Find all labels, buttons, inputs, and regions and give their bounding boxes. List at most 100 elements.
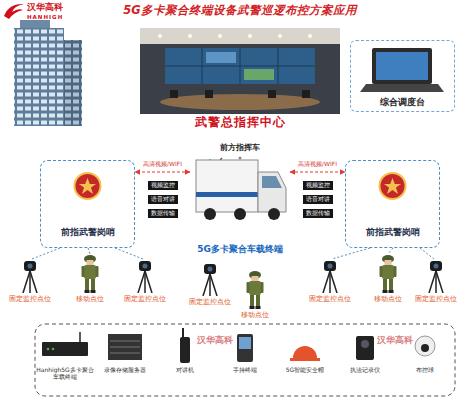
police-badge (75, 173, 101, 199)
connector-label: 高清视频/WIFI (142, 161, 183, 168)
camera-soldier-icons (23, 261, 37, 293)
company-logo (4, 4, 24, 19)
node-title: 前指武警岗哨 (366, 227, 420, 237)
watermark: 汉华高科 (197, 336, 233, 346)
point-label: 移动点位 (241, 312, 269, 320)
function-tag: 数据传输 (148, 209, 178, 218)
sentry-post: 前指武警岗哨 (40, 160, 135, 248)
diagram-title: 5G多卡聚合终端设备武警巡逻布控方案应用 (115, 3, 365, 18)
building (64, 40, 82, 126)
camera-soldier-icons (429, 261, 443, 293)
command-room-photo (170, 90, 178, 98)
building (14, 20, 82, 126)
equipment-panel (42, 342, 88, 356)
command-truck (196, 192, 258, 197)
equipment-panel (79, 332, 81, 342)
equipment-panel (182, 328, 184, 337)
command-room-photo (278, 34, 282, 38)
camera-soldier-icons (23, 255, 443, 309)
node-subtitle: 5G多卡聚合车载终端 (197, 244, 283, 254)
laptop (360, 84, 444, 92)
equipment-panel (108, 334, 142, 360)
command-room-photo (244, 69, 274, 80)
equipment-panel (356, 336, 374, 360)
equipment-panel (35, 324, 455, 396)
leader-line (115, 248, 143, 259)
equipment-panel (421, 344, 429, 352)
command-truck (262, 176, 282, 188)
equipment-label: 录像存储服务器 (96, 367, 154, 374)
building (20, 20, 50, 28)
command-truck (204, 208, 216, 220)
laptop (372, 48, 432, 84)
function-tag: 语音对讲 (148, 195, 178, 204)
command-room-photo (308, 34, 312, 38)
command-truck (268, 208, 280, 220)
sentry-post: 前指武警岗哨 (345, 160, 440, 248)
command-vehicle: 前方指挥车5G多卡聚合车载终端 (190, 143, 290, 255)
function-tag: 视频监控 (303, 181, 333, 190)
equipment-panel (361, 340, 369, 348)
function-tag: 语音对讲 (303, 195, 333, 204)
command-truck (196, 157, 286, 221)
building (14, 28, 64, 126)
command-room-photo (205, 90, 213, 98)
camera-soldier-icons (203, 264, 217, 296)
watermark: 汉华高科 (377, 336, 413, 346)
dispatch-console: 综合调度台 (350, 40, 455, 112)
function-tag: 视频监控 (148, 181, 178, 190)
equipment-panel (237, 334, 253, 362)
point-label: 固定监控点位 (9, 296, 51, 304)
equipment-panel (52, 348, 55, 351)
building (14, 28, 64, 126)
command-truck (239, 157, 242, 160)
command-room-photo (140, 28, 340, 44)
point-label: 移动点位 (76, 296, 104, 304)
police-badge (384, 178, 401, 194)
equipment-label: 布控球 (396, 367, 454, 374)
equipment-panel (415, 336, 435, 356)
leader-line (88, 248, 90, 254)
leader-line (420, 248, 434, 259)
connector (135, 171, 190, 172)
equipment-label: 5G智能安全帽 (276, 367, 334, 374)
point-label: 固定监控点位 (415, 296, 457, 304)
camera-soldier-icons (82, 255, 99, 293)
point-label: 固定监控点位 (189, 299, 231, 307)
command-room-photo (140, 28, 340, 132)
command-room-photo (165, 48, 315, 84)
command-room-photo (206, 52, 236, 63)
building (64, 40, 82, 126)
camera-soldier-icons (380, 255, 397, 293)
command-room-photo (158, 34, 162, 38)
command-room-photo (188, 34, 192, 38)
command-room-photo (268, 90, 276, 98)
command-room-photo (248, 34, 252, 38)
equipment-label: 执法记录仪 (336, 367, 394, 374)
node-title: 武警总指挥中心 (195, 114, 286, 132)
command-room-photo (160, 94, 320, 110)
equipment-label: 手持终端 (216, 367, 274, 374)
point-label: 移动点位 (374, 296, 402, 304)
logo-text: HANHIGH (27, 14, 63, 20)
police-badge (380, 173, 406, 199)
command-center: 武警总指挥中心 (140, 28, 340, 132)
connector (290, 171, 345, 172)
camera-soldier-icons (247, 271, 264, 309)
command-truck (196, 160, 258, 212)
node-title: 综合调度台 (380, 97, 425, 107)
leader-line (332, 248, 370, 259)
point-label: 固定监控点位 (124, 296, 166, 304)
command-room-photo (140, 28, 340, 114)
connector-label: 高清视频/WIFI (297, 161, 338, 168)
logo-text: 汉华高科 (27, 3, 63, 13)
laptop (360, 48, 444, 92)
camera-soldier-icons (323, 261, 337, 293)
equipment-label: Hanhigh5G多卡聚合车载终端 (36, 367, 94, 380)
leader-line (32, 248, 60, 259)
equipment-label: 对讲机 (156, 367, 214, 374)
equipment-panel (110, 341, 140, 353)
equipment-panel (239, 337, 251, 349)
command-room-photo (140, 114, 340, 132)
company-logo (4, 4, 24, 19)
